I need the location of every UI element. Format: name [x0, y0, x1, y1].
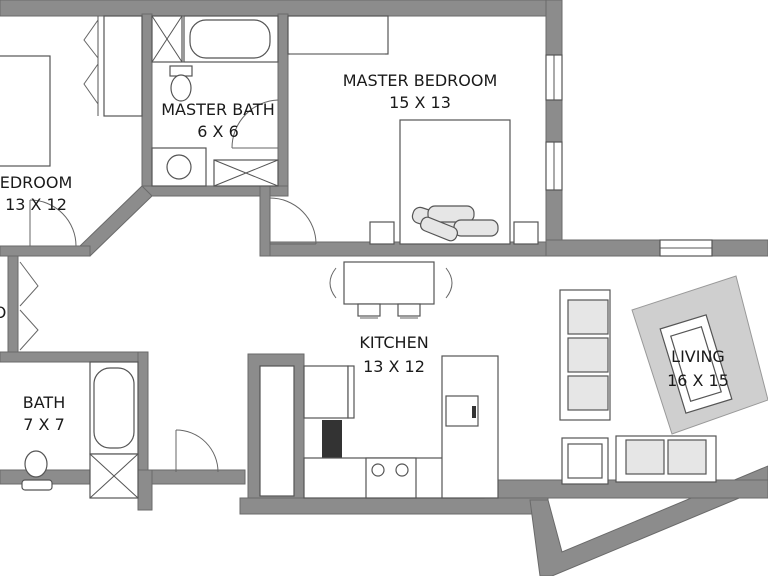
- living: [559, 275, 768, 485]
- bath-bottom-wall-notch: [137, 469, 153, 511]
- range-hood: [322, 420, 342, 458]
- bath: [21, 361, 219, 499]
- master-bath-right-wall: [277, 13, 289, 195]
- master-bedroom-size: 15 X 13: [389, 93, 451, 112]
- loveseat: [615, 435, 717, 483]
- refrigerator: [303, 365, 349, 419]
- bedroom-name: EDROOM: [0, 173, 72, 192]
- bed-left: [0, 55, 51, 167]
- dining-chairs: [329, 267, 453, 319]
- master-bath-left-wall: [141, 13, 153, 195]
- bath-top-wall: [0, 351, 149, 363]
- closet-master-bedroom: [287, 15, 389, 55]
- pillows: [411, 205, 499, 242]
- master-bedroom: [269, 15, 539, 245]
- closet-wall: [7, 255, 19, 357]
- room-labels: MASTER BEDROOM 15 X 13 MASTER BATH 6 X 6…: [0, 71, 729, 434]
- stove: [365, 457, 417, 499]
- living-top-wall-right: [711, 239, 768, 257]
- master-bedroom-right-wall-mid: [545, 99, 563, 143]
- bottom-wall: [239, 497, 549, 515]
- living-size: 16 X 15: [667, 371, 729, 390]
- master-bath-size: 6 X 6: [197, 122, 239, 141]
- windows: [545, 54, 713, 257]
- master-bedroom-right-wall-lower: [545, 189, 563, 243]
- bath-name: BATH: [23, 393, 65, 412]
- master-bedroom-name: MASTER BEDROOM: [343, 71, 498, 90]
- living-top-wall-left: [545, 239, 661, 257]
- master-bedroom-right-wall-upper: [545, 0, 563, 56]
- bedroom-bottom-wall: [0, 245, 91, 257]
- living-window-wall: [477, 479, 768, 499]
- kitchen-size: 13 X 12: [363, 357, 425, 376]
- counter-right: [441, 355, 499, 499]
- kitchen: [303, 261, 499, 499]
- nightstand-left: [369, 221, 395, 245]
- closet-doors-bedroom: [83, 19, 99, 105]
- bedroom-diagonal-wall: [79, 185, 153, 257]
- toilet-master: [169, 65, 193, 102]
- master-bath: [151, 15, 279, 187]
- toilet-bath: [21, 450, 53, 491]
- sink-master: [151, 147, 207, 187]
- dining-table: [343, 261, 435, 305]
- closet-fragment-label: O: [0, 303, 6, 322]
- bedroom-size: 13 X 12: [5, 195, 67, 214]
- closet-bedroom: [103, 15, 143, 117]
- sofa: [559, 289, 611, 421]
- pantry: [259, 365, 295, 497]
- kitchen-name: KITCHEN: [359, 333, 428, 352]
- master-bedroom-door-jamb: [259, 185, 271, 257]
- left-closet: [19, 261, 39, 351]
- master-bath-name: MASTER BATH: [161, 100, 274, 119]
- nightstand-right: [513, 221, 539, 245]
- bedroom: [0, 15, 143, 247]
- living-name: LIVING: [671, 347, 725, 366]
- bath-size: 7 X 7: [23, 415, 65, 434]
- bath-right-wall: [137, 351, 149, 478]
